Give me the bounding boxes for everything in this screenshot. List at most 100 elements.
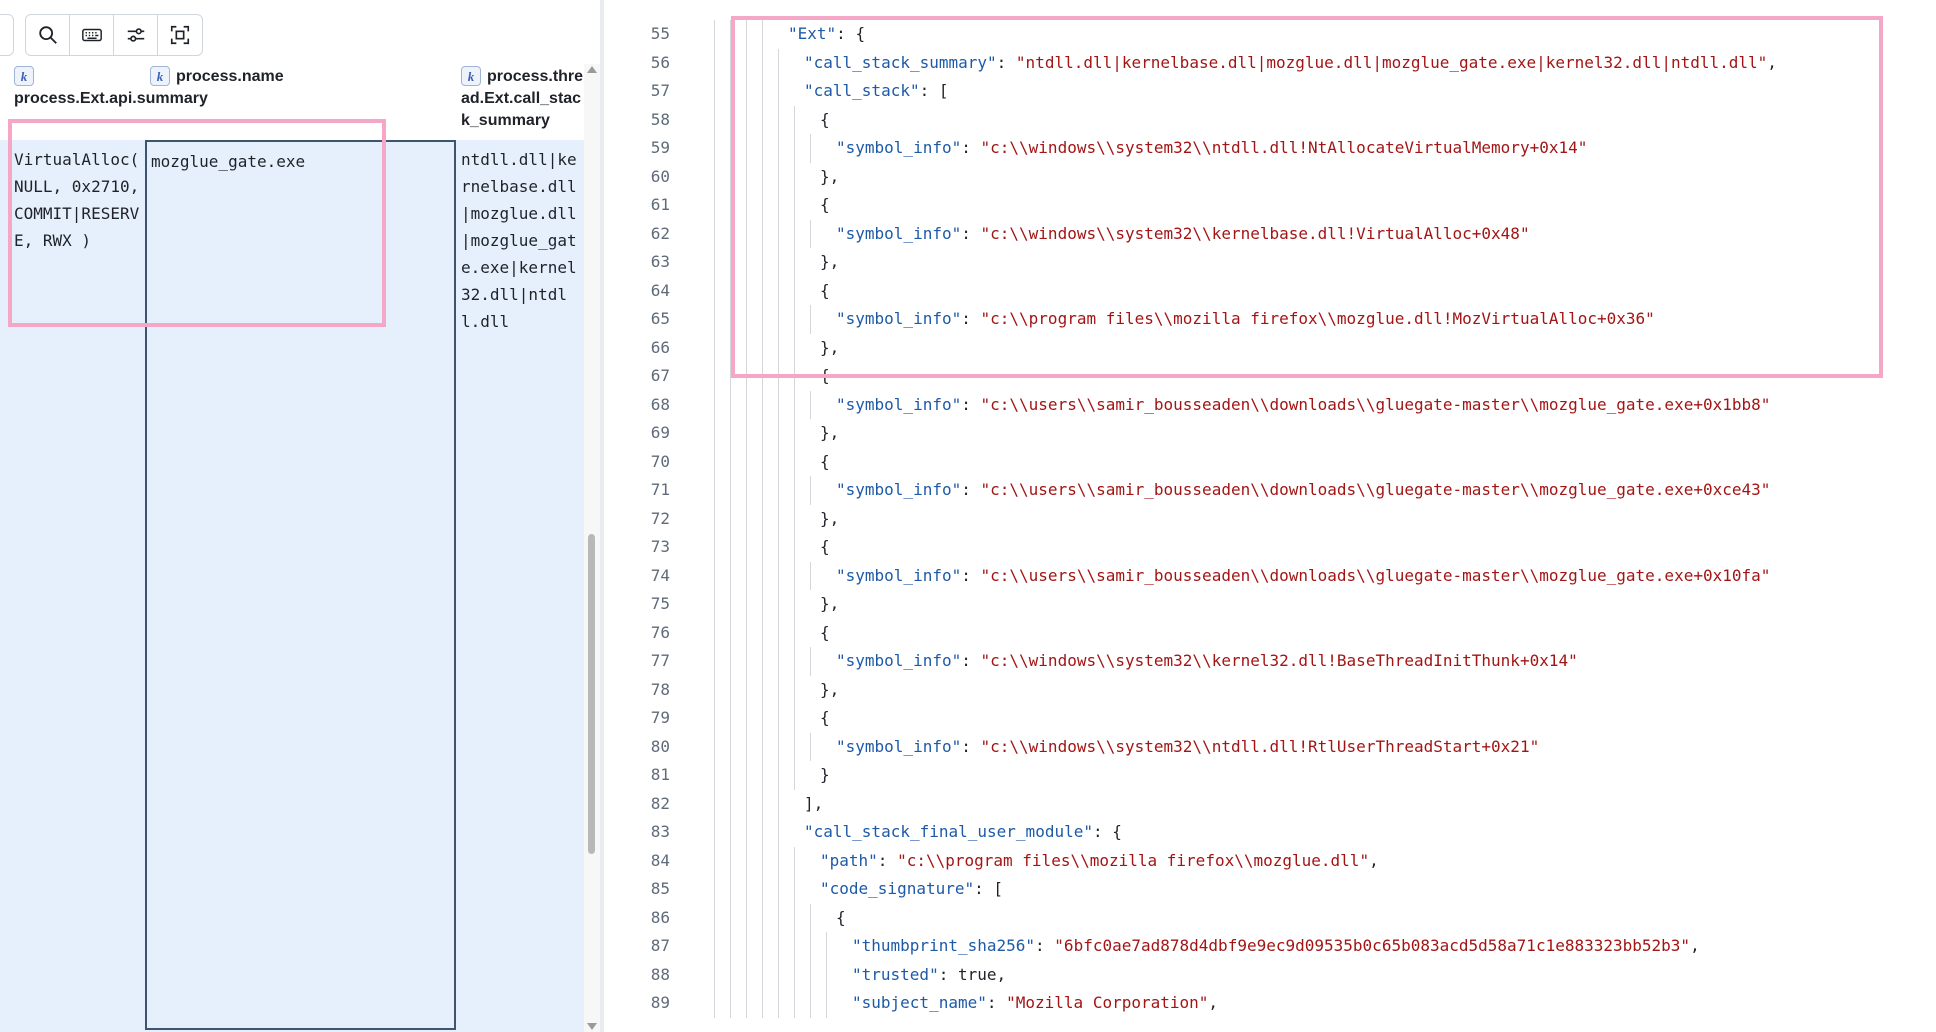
indent-guide bbox=[746, 590, 747, 619]
code-line: 84"path": "c:\\program files\\mozilla fi… bbox=[604, 846, 1936, 875]
indent-guide bbox=[778, 761, 779, 790]
indent-guide bbox=[826, 989, 827, 1018]
json-punct: }, bbox=[820, 594, 840, 613]
json-punct: : bbox=[961, 309, 981, 328]
cell-api-summary[interactable]: VirtualAlloc( NULL, 0x2710, COMMIT|RESER… bbox=[14, 150, 149, 250]
indent-guide bbox=[746, 276, 747, 305]
keyboard-shortcuts-button[interactable] bbox=[70, 15, 114, 55]
indent-guide bbox=[778, 191, 779, 220]
json-key: "thumbprint_sha256" bbox=[852, 936, 1036, 955]
code-text: }, bbox=[820, 419, 839, 448]
scrollbar-thumb[interactable] bbox=[588, 534, 595, 854]
json-key: "symbol_info" bbox=[836, 480, 962, 499]
indent-guide bbox=[762, 960, 763, 989]
indent-guide bbox=[762, 675, 763, 704]
indent-guide bbox=[778, 276, 779, 305]
indent-guide bbox=[746, 305, 747, 334]
panel-divider[interactable] bbox=[600, 0, 604, 1032]
indent-guide bbox=[794, 903, 795, 932]
indent-guide bbox=[730, 77, 731, 106]
json-punct: : bbox=[961, 736, 981, 756]
column-header-label: process.Ext.api.summary bbox=[14, 90, 208, 107]
indent-guide bbox=[762, 419, 763, 448]
indent-guide bbox=[730, 561, 731, 590]
indent-guide bbox=[746, 932, 747, 961]
column-header-api-summary[interactable]: kprocess.Ext.api.summary bbox=[14, 66, 208, 110]
indent-guide bbox=[810, 476, 811, 505]
json-value: true bbox=[957, 964, 997, 984]
code-line: 80"symbol_info": "c:\\windows\\system32\… bbox=[604, 732, 1936, 761]
indent-guide bbox=[826, 932, 827, 961]
indent-guide bbox=[778, 618, 779, 647]
json-key: "Ext" bbox=[788, 24, 837, 43]
code-text: }, bbox=[820, 248, 839, 277]
indent-guide bbox=[762, 305, 763, 334]
indent-guide bbox=[730, 48, 731, 77]
indent-guide bbox=[714, 20, 715, 49]
code-text: } bbox=[820, 761, 830, 790]
indent-guide bbox=[714, 333, 715, 362]
code-line: 66}, bbox=[604, 333, 1936, 362]
json-string: "c:\\windows\\system32\\kernelbase.dll!V… bbox=[980, 223, 1530, 243]
code-text: "symbol_info": "c:\\windows\\system32\\k… bbox=[836, 220, 1530, 249]
json-key: "symbol_info" bbox=[836, 309, 962, 328]
indent-guide bbox=[746, 533, 747, 562]
indent-guide bbox=[794, 362, 795, 391]
indent-guide bbox=[778, 333, 779, 362]
display-settings-button[interactable] bbox=[114, 15, 158, 55]
indent-guide bbox=[746, 618, 747, 647]
indent-guide bbox=[762, 846, 763, 875]
indent-guide bbox=[810, 561, 811, 590]
grid-row[interactable]: VirtualAlloc( NULL, 0x2710, COMMIT|RESER… bbox=[0, 140, 584, 1032]
json-string: "ntdll.dll|kernelbase.dll|mozglue.dll|mo… bbox=[1015, 52, 1768, 72]
indent-guide bbox=[714, 590, 715, 619]
indent-guide bbox=[730, 789, 731, 818]
code-text: { bbox=[820, 362, 830, 391]
indent-guide bbox=[714, 960, 715, 989]
indent-guide bbox=[794, 846, 795, 875]
json-key: "symbol_info" bbox=[836, 651, 962, 670]
indent-guide bbox=[778, 903, 779, 932]
indent-guide bbox=[714, 647, 715, 676]
json-punct: : bbox=[1035, 936, 1055, 955]
search-button[interactable] bbox=[26, 15, 70, 55]
indent-guide bbox=[730, 191, 731, 220]
code-text: }, bbox=[820, 163, 839, 192]
indent-guide bbox=[730, 419, 731, 448]
json-string: "c:\\program files\\mozilla firefox\\moz… bbox=[980, 309, 1655, 328]
indent-guide bbox=[730, 105, 731, 134]
grid-scrollbar[interactable] bbox=[584, 64, 600, 1032]
code-line: 78}, bbox=[604, 675, 1936, 704]
json-code-viewer: 55"Ext": {56"call_stack_summary": "ntdll… bbox=[604, 0, 1936, 1032]
indent-guide bbox=[794, 704, 795, 733]
indent-guide bbox=[778, 305, 779, 334]
cell-call-stack-summary[interactable]: ntdll.dll|kernelbase.dll|mozglue.dll|moz… bbox=[461, 150, 577, 331]
indent-guide bbox=[762, 162, 763, 191]
json-punct: { bbox=[820, 451, 830, 471]
json-punct: : bbox=[938, 964, 958, 984]
json-key: "path" bbox=[820, 850, 878, 870]
indent-guide bbox=[714, 732, 715, 761]
indent-guide bbox=[730, 504, 731, 533]
line-number: 61 bbox=[650, 195, 670, 214]
indent-guide bbox=[778, 48, 779, 77]
json-punct: ], bbox=[804, 793, 824, 813]
indent-guide bbox=[762, 447, 763, 476]
indent-guide bbox=[778, 704, 779, 733]
line-number: 84 bbox=[650, 850, 670, 870]
code-line: 87"thumbprint_sha256": "6bfc0ae7ad878d4d… bbox=[604, 932, 1936, 961]
indent-guide bbox=[746, 476, 747, 505]
json-punct: }, bbox=[820, 166, 840, 186]
cell-process-name-selected[interactable]: mozglue_gate.exe bbox=[145, 140, 456, 1030]
line-number: 73 bbox=[650, 537, 670, 556]
indent-guide bbox=[714, 504, 715, 533]
indent-guide bbox=[810, 305, 811, 334]
toolbar-button-partial[interactable] bbox=[0, 14, 14, 56]
json-key: "symbol_info" bbox=[836, 223, 962, 243]
fullscreen-button[interactable] bbox=[158, 15, 202, 55]
indent-guide bbox=[762, 989, 763, 1018]
scroll-up-icon[interactable] bbox=[587, 66, 597, 73]
scroll-down-icon[interactable] bbox=[587, 1023, 597, 1030]
